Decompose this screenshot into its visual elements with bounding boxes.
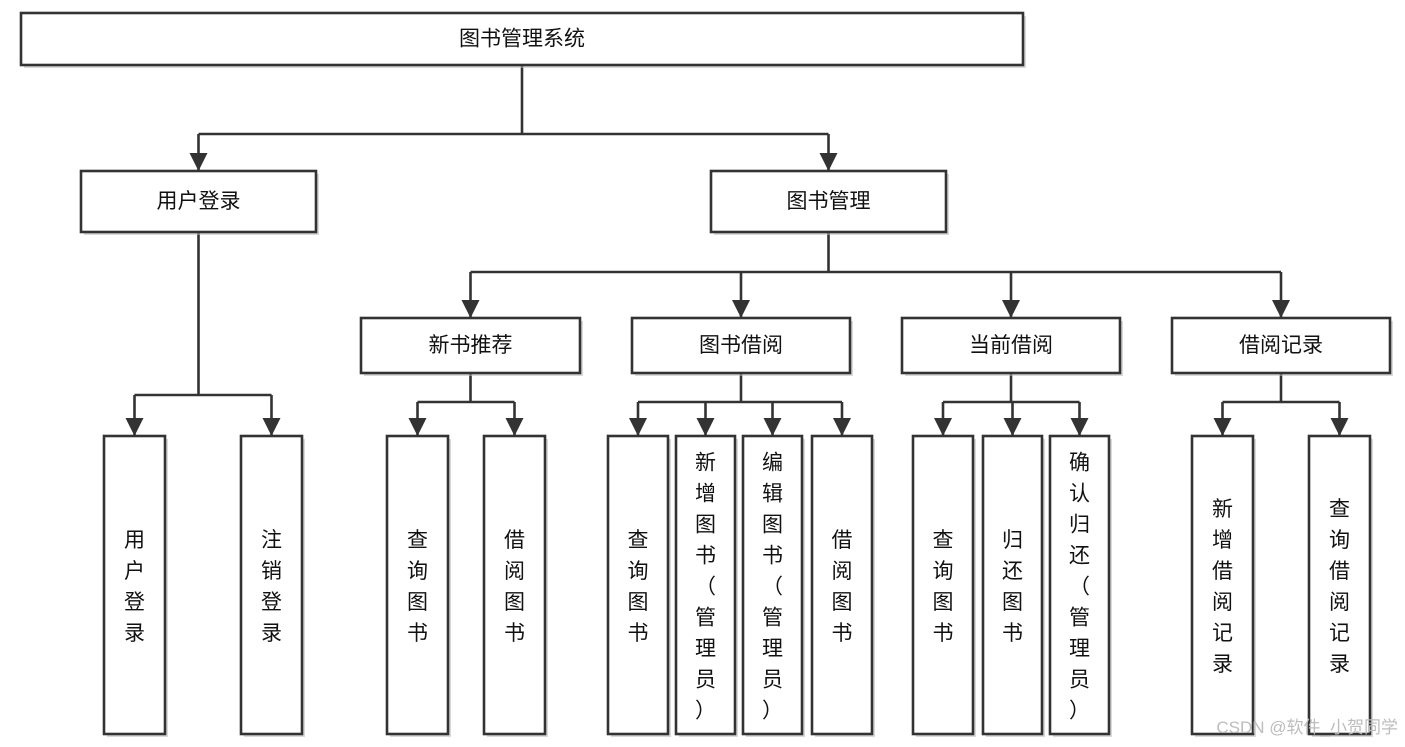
node-label: 查询借阅记录 — [1329, 498, 1350, 676]
arrow-head-icon — [408, 418, 427, 436]
node-rect[interactable] — [239, 434, 304, 736]
arrow-head-icon — [1330, 418, 1349, 436]
node-rect[interactable] — [674, 434, 737, 736]
node-borrow-record[interactable]: 借阅记录 — [1170, 316, 1393, 376]
node-leaf-add-book[interactable]: 新增图书（管理员） — [674, 434, 738, 737]
node-leaf-user-login[interactable]: 用户登录 — [102, 434, 168, 737]
node-label: 编辑图书（管理员） — [762, 452, 783, 723]
connector-group-new-book-recommend — [408, 373, 524, 436]
node-leaf-query-book-borrow[interactable]: 查询图书 — [606, 434, 671, 737]
node-label: 借阅图书 — [832, 529, 853, 645]
connector-group-user-login — [125, 232, 281, 436]
arrow-head-icon — [833, 418, 851, 436]
node-label: 当前借阅 — [969, 334, 1053, 357]
node-rect[interactable] — [810, 434, 874, 736]
arrow-head-icon — [505, 418, 524, 436]
node-rect[interactable] — [359, 316, 582, 375]
arrow-head-icon — [1272, 300, 1290, 318]
arrow-head-icon — [189, 153, 208, 171]
node-root[interactable]: 图书管理系统 — [19, 11, 1026, 68]
arrow-head-icon — [461, 300, 480, 318]
node-rect[interactable] — [79, 169, 318, 234]
node-book-borrow[interactable]: 图书借阅 — [630, 316, 853, 376]
connector-group-book-borrow — [629, 373, 851, 436]
node-rect[interactable] — [741, 434, 804, 736]
node-leaf-query-book-current[interactable]: 查询图书 — [911, 434, 976, 737]
arrow-head-icon — [934, 418, 952, 436]
node-label: 新书推荐 — [429, 334, 513, 357]
connector-group-root — [189, 65, 838, 171]
node-label: 借阅图书 — [504, 529, 525, 645]
arrow-head-icon — [1070, 418, 1089, 436]
node-rect[interactable] — [981, 434, 1044, 736]
node-label: 注销登录 — [261, 529, 282, 645]
node-user-login[interactable]: 用户登录 — [79, 169, 319, 235]
node-rect[interactable] — [709, 169, 948, 234]
connector-group-current-borrow — [934, 373, 1089, 436]
node-label: 用户登录 — [124, 529, 145, 645]
connector-group-borrow-record — [1213, 373, 1349, 436]
node-label: 查询图书 — [933, 529, 954, 645]
node-new-book-recommend[interactable]: 新书推荐 — [359, 316, 583, 376]
node-leaf-logout[interactable]: 注销登录 — [239, 434, 305, 737]
node-label: 查询图书 — [407, 529, 428, 645]
arrow-head-icon — [629, 418, 647, 436]
node-rect[interactable] — [1190, 434, 1255, 736]
node-book-management[interactable]: 图书管理 — [709, 169, 949, 235]
node-label: 归还图书 — [1002, 529, 1023, 645]
node-label: 图书管理 — [787, 190, 871, 213]
arrow-head-icon — [732, 300, 750, 318]
nodes-layer: 图书管理系统用户登录图书管理新书推荐图书借阅当前借阅借阅记录用户登录注销登录查询… — [19, 11, 1393, 737]
node-rect[interactable] — [900, 316, 1122, 375]
arrow-head-icon — [1003, 418, 1022, 436]
node-leaf-return-book[interactable]: 归还图书 — [981, 434, 1045, 737]
node-label: 查询图书 — [628, 529, 649, 645]
node-rect[interactable] — [606, 434, 670, 736]
csdn-watermark: CSDN @软件_小贺同学 — [1216, 718, 1398, 737]
node-rect[interactable] — [1307, 434, 1372, 736]
node-rect[interactable] — [102, 434, 167, 736]
arrow-head-icon — [262, 418, 281, 436]
node-leaf-query-borrow-record[interactable]: 查询借阅记录 — [1307, 434, 1373, 737]
node-label: 用户登录 — [157, 190, 241, 213]
node-rect[interactable] — [385, 434, 450, 736]
node-rect[interactable] — [911, 434, 975, 736]
arrow-head-icon — [819, 153, 838, 171]
connector-group-book-management — [461, 232, 1290, 318]
node-rect[interactable] — [630, 316, 852, 375]
arrow-head-icon — [1002, 300, 1020, 318]
node-rect[interactable] — [1048, 434, 1111, 736]
connectors-layer — [125, 65, 1349, 436]
node-rect[interactable] — [19, 11, 1025, 67]
node-leaf-borrow-book-recommend[interactable]: 借阅图书 — [482, 434, 548, 737]
node-label: 图书借阅 — [699, 334, 783, 357]
node-current-borrow[interactable]: 当前借阅 — [900, 316, 1123, 376]
node-leaf-query-book-recommend[interactable]: 查询图书 — [385, 434, 451, 737]
node-leaf-confirm-return[interactable]: 确认归还（管理员） — [1048, 434, 1112, 737]
node-label: 借阅记录 — [1239, 334, 1323, 357]
arrow-head-icon — [763, 418, 782, 436]
node-label: 确认归还（管理员） — [1069, 452, 1090, 723]
arrow-head-icon — [125, 418, 144, 436]
node-leaf-borrow-book[interactable]: 借阅图书 — [810, 434, 875, 737]
node-label: 新增图书（管理员） — [695, 452, 716, 723]
node-rect[interactable] — [1170, 316, 1392, 375]
node-label: 新增借阅记录 — [1212, 498, 1233, 676]
node-rect[interactable] — [482, 434, 547, 736]
node-leaf-edit-book[interactable]: 编辑图书（管理员） — [741, 434, 805, 737]
node-label: 图书管理系统 — [459, 28, 585, 51]
arrow-head-icon — [1213, 418, 1232, 436]
arrow-head-icon — [696, 418, 715, 436]
node-leaf-add-borrow-record[interactable]: 新增借阅记录 — [1190, 434, 1256, 737]
